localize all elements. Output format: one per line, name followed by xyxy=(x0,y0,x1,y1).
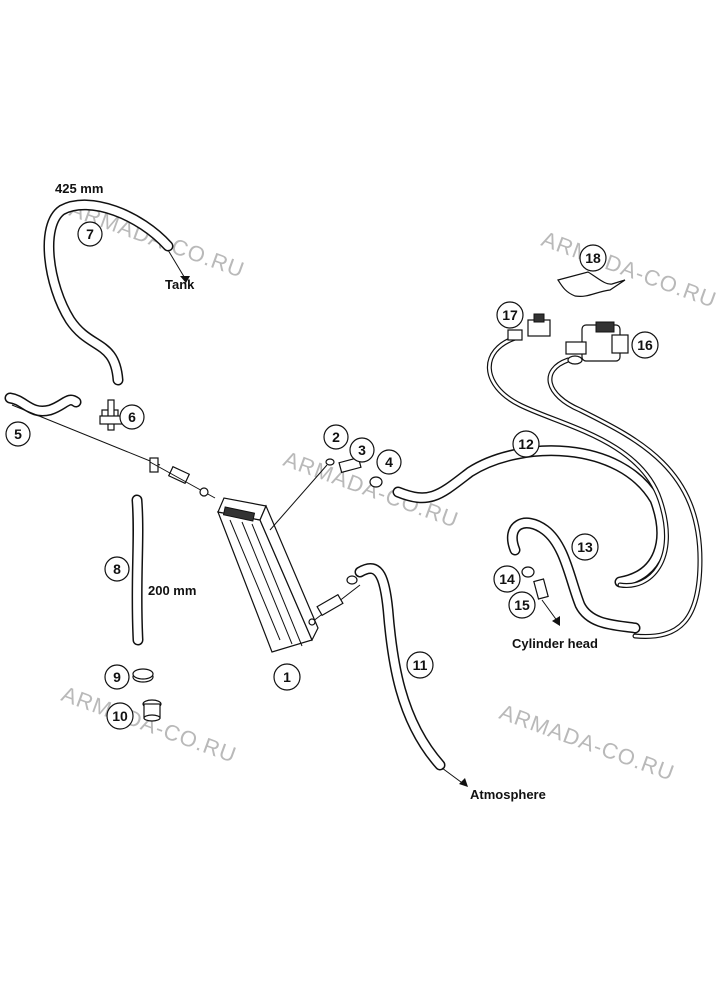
callout-3: 3 xyxy=(349,437,375,463)
hose-5 xyxy=(4,392,82,417)
callout-6: 6 xyxy=(119,404,145,430)
hose-length-200-label: 200 mm xyxy=(148,583,196,598)
cylinder-head-label: Cylinder head xyxy=(512,636,598,651)
plug-10 xyxy=(142,699,162,722)
purge-valve-16 xyxy=(565,321,629,365)
hose-8 xyxy=(131,494,144,646)
hose-11 xyxy=(354,563,468,787)
callout-17-label: 17 xyxy=(502,307,518,323)
watermark-3: ARMADA-CO.RU xyxy=(280,446,462,533)
callout-7: 7 xyxy=(77,221,103,247)
fitting-set-2-3-4 xyxy=(325,456,383,488)
callout-18-label: 18 xyxy=(585,250,601,266)
atmosphere-label: Atmosphere xyxy=(470,787,546,802)
watermark-2: ARMADA-CO.RU xyxy=(538,226,718,313)
callout-14-label: 14 xyxy=(499,571,515,587)
callout-15-label: 15 xyxy=(514,597,530,613)
fitting-14-15 xyxy=(521,566,560,626)
canister-fitting xyxy=(308,575,361,626)
callout-8: 8 xyxy=(104,556,130,582)
callout-5: 5 xyxy=(5,421,31,447)
callout-9: 9 xyxy=(104,664,130,690)
callout-5-label: 5 xyxy=(14,426,22,442)
callout-13-label: 13 xyxy=(577,539,593,555)
callout-12-label: 12 xyxy=(518,436,534,452)
callout-1: 1 xyxy=(273,663,301,691)
watermark-4: ARMADA-CO.RU xyxy=(58,681,240,768)
callout-13: 13 xyxy=(571,533,599,561)
callout-8-label: 8 xyxy=(113,561,121,577)
callout-11-label: 11 xyxy=(413,657,428,673)
callout-2: 2 xyxy=(323,424,349,450)
callout-18: 18 xyxy=(579,244,607,272)
callout-4-label: 4 xyxy=(385,454,393,470)
callout-3-label: 3 xyxy=(358,442,366,458)
callout-7-label: 7 xyxy=(86,226,94,242)
charcoal-canister-1 xyxy=(217,497,319,653)
callout-6-label: 6 xyxy=(128,409,136,425)
hose-length-425-label: 425 mm xyxy=(55,181,103,196)
callout-2-label: 2 xyxy=(332,429,340,445)
tank-label: Tank xyxy=(165,277,195,292)
bracket-18 xyxy=(557,271,626,297)
thin-hose-16 xyxy=(547,357,703,639)
hose-7 xyxy=(43,199,190,386)
hose-13 xyxy=(506,517,641,634)
clamp-9 xyxy=(132,668,154,683)
callout-9-label: 9 xyxy=(113,669,121,685)
callout-12: 12 xyxy=(512,430,540,458)
fitting-17 xyxy=(507,313,551,341)
thin-hose-17 xyxy=(486,335,669,589)
callout-10: 10 xyxy=(106,702,134,730)
callout-16: 16 xyxy=(631,331,659,359)
check-valve xyxy=(149,457,216,499)
callout-14: 14 xyxy=(493,565,521,593)
callout-11: 11 xyxy=(406,651,434,679)
callout-17: 17 xyxy=(496,301,524,329)
callout-15: 15 xyxy=(508,591,536,619)
callout-4: 4 xyxy=(376,449,402,475)
callout-16-label: 16 xyxy=(637,337,653,353)
callout-10-label: 10 xyxy=(112,708,128,724)
hose-12 xyxy=(392,445,668,588)
tee-fitting-6 xyxy=(99,399,123,431)
watermark-5: ARMADA-CO.RU xyxy=(496,699,678,786)
callout-1-label: 1 xyxy=(283,669,291,685)
